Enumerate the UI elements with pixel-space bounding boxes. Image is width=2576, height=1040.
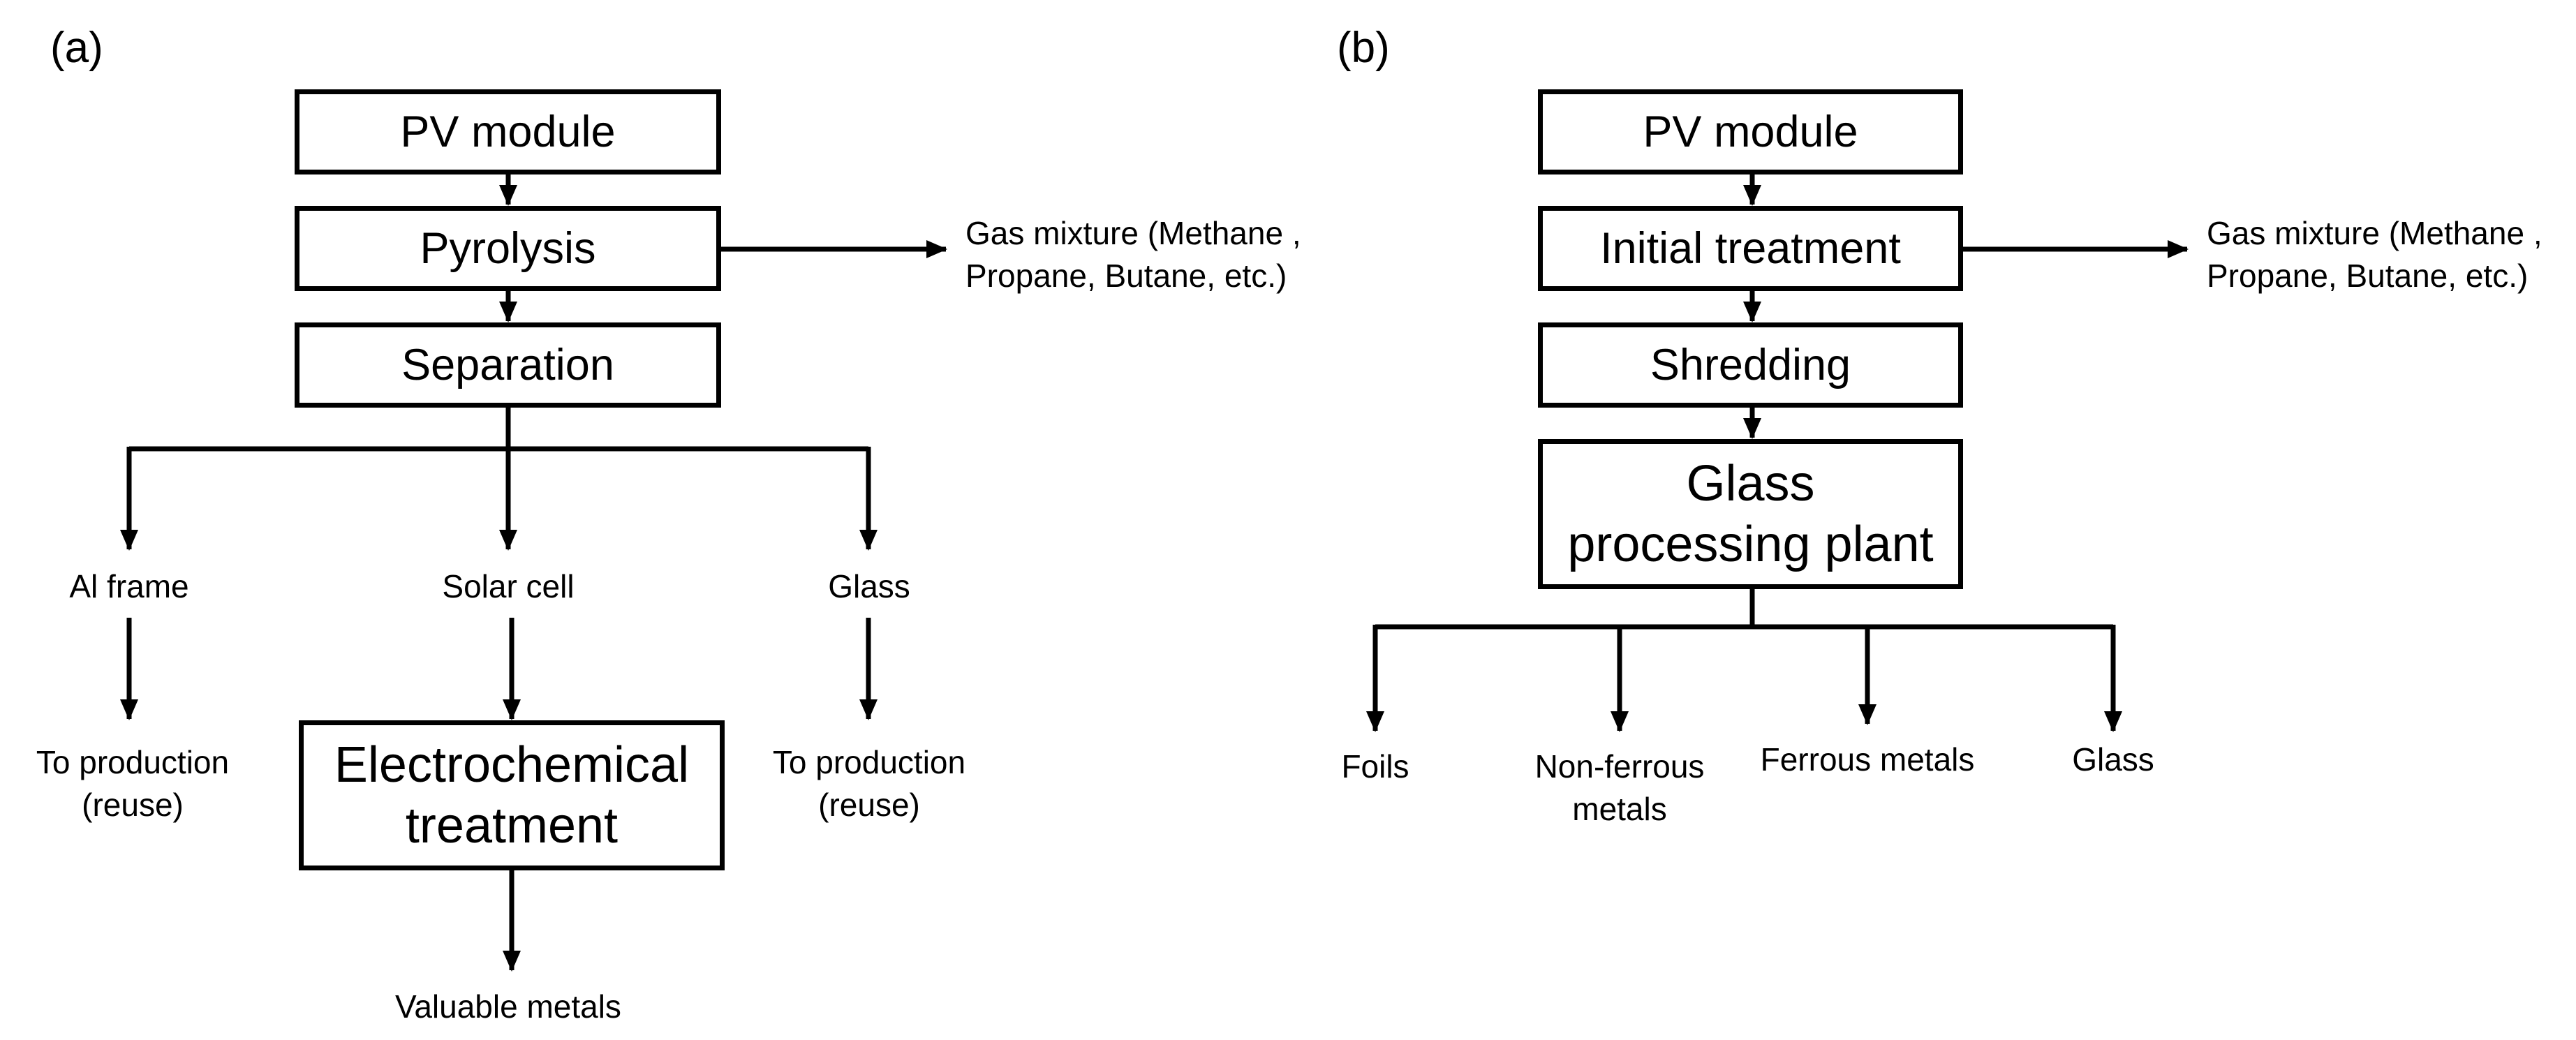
panel-label-a: (a) bbox=[50, 24, 103, 72]
non-ferrous-metals-label: Non-ferrous metals bbox=[1534, 748, 1705, 827]
separation-label: Separation bbox=[401, 340, 614, 389]
gas-mixture-label-a: Gas mixture (Methane , Propane, Butane, … bbox=[965, 215, 1301, 294]
panel-label-b: (b) bbox=[1337, 24, 1390, 72]
glass-processing-plant-label: Glass processing plant bbox=[1567, 454, 1933, 574]
glass-plant-line1: Glass bbox=[1686, 456, 1815, 512]
electrochemical-treatment-label: Electrochemical treatment bbox=[334, 735, 689, 856]
ferrous-metals-label: Ferrous metals bbox=[1760, 741, 1975, 778]
pyrolysis-label: Pyrolysis bbox=[420, 223, 596, 273]
initial-treatment-box: Initial treatment bbox=[1538, 206, 1963, 291]
glass-processing-plant-box: Glass processing plant bbox=[1538, 439, 1963, 589]
electrochemical-line1: Electrochemical bbox=[334, 737, 690, 794]
pv-module-box-a: PV module bbox=[295, 89, 721, 174]
pyrolysis-box: Pyrolysis bbox=[295, 206, 721, 291]
glass-label-b: Glass bbox=[2072, 741, 2154, 778]
electrochemical-treatment-box: Electrochemical treatment bbox=[299, 720, 725, 870]
separation-box: Separation bbox=[295, 322, 721, 408]
to-production-left-label: To production (reuse) bbox=[36, 744, 230, 823]
gas-mixture-label-b: Gas mixture (Methane , Propane, Butane, … bbox=[2207, 215, 2542, 294]
glass-plant-line2: processing plant bbox=[1567, 516, 1934, 572]
valuable-metals-label: Valuable metals bbox=[395, 988, 621, 1025]
glass-label-a: Glass bbox=[828, 568, 910, 604]
pv-module-box-b: PV module bbox=[1538, 89, 1963, 174]
shredding-label: Shredding bbox=[1650, 340, 1851, 389]
shredding-box: Shredding bbox=[1538, 322, 1963, 408]
foils-label: Foils bbox=[1341, 748, 1409, 785]
to-production-right-label: To production (reuse) bbox=[772, 744, 966, 823]
pv-module-label-b: PV module bbox=[1643, 107, 1858, 156]
solar-cell-label: Solar cell bbox=[442, 568, 575, 604]
initial-treatment-label: Initial treatment bbox=[1600, 223, 1901, 273]
al-frame-label: Al frame bbox=[69, 568, 189, 604]
electrochemical-line2: treatment bbox=[405, 797, 619, 854]
pv-module-label-a: PV module bbox=[400, 107, 616, 156]
